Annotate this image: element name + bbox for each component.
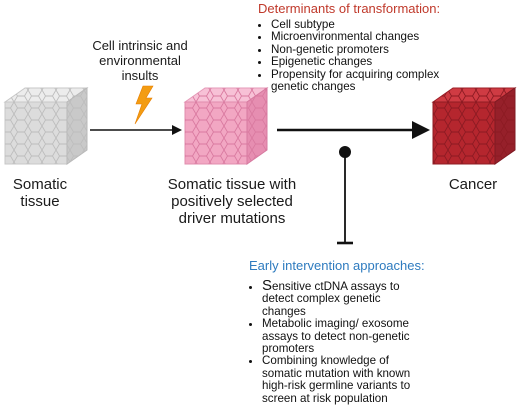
somatic-tissue-cube <box>3 87 89 165</box>
determinant-item: Epigenetic changes <box>271 55 448 68</box>
intervention-item: Combining knowledge of somatic mutation … <box>262 355 419 405</box>
insults-line3: insults <box>121 68 159 83</box>
somatic-tissue-label: Somatic tissue <box>0 176 80 210</box>
cancer-label-text: Cancer <box>448 176 498 193</box>
intervention-item-first-letter: S <box>262 277 273 294</box>
determinant-item: Propensity for acquiring complex genetic… <box>271 68 448 94</box>
insults-label: Cell intrinsic and environmental insults <box>78 38 202 83</box>
somatic-label-line2: tissue <box>20 193 60 210</box>
insults-line2: environmental <box>99 53 181 68</box>
determinants-box: Determinants of transformation: Cell sub… <box>258 1 448 93</box>
intervention-title: Early intervention approaches: <box>249 258 425 273</box>
intervention-list: Sensitive ctDNA assays to detect complex… <box>249 277 419 405</box>
selected-tissue-label: Somatic tissue with positively selected … <box>152 176 312 227</box>
determinant-item: Microenvironmental changes <box>271 30 448 43</box>
selected-label-line2: positively selected <box>171 193 293 210</box>
intervention-item-text: Combining knowledge of somatic mutation … <box>262 354 411 405</box>
selected-label-line1: Somatic tissue with <box>167 176 297 193</box>
intervention-box: Early intervention approaches: Sensitive… <box>249 258 425 405</box>
determinants-title: Determinants of transformation: <box>258 1 441 16</box>
intervention-item: Sensitive ctDNA assays to detect complex… <box>262 277 419 318</box>
lightning-icon <box>134 85 154 125</box>
insults-line1: Cell intrinsic and <box>92 38 188 53</box>
selected-label-line3: driver mutations <box>178 210 286 227</box>
determinants-list: Cell subtype Microenvironmental changes … <box>258 18 448 94</box>
selected-tissue-cube <box>183 87 269 165</box>
somatic-label-line1: Somatic <box>12 176 68 193</box>
determinant-item: Cell subtype <box>271 18 448 31</box>
intervention-item: Metabolic imaging/ exosome assays to det… <box>262 318 419 355</box>
cancer-cube <box>431 87 517 165</box>
inhibition-connector <box>337 146 353 245</box>
arrow-somatic-to-selected <box>90 125 182 135</box>
intervention-item-text: ensitive ctDNA assays to detect complex … <box>262 280 400 318</box>
determinant-item: Non-genetic promoters <box>271 43 448 56</box>
cancer-label: Cancer <box>430 176 516 193</box>
arrow-selected-to-cancer <box>277 121 430 139</box>
intervention-item-text: Metabolic imaging/ exosome assays to det… <box>262 317 410 356</box>
